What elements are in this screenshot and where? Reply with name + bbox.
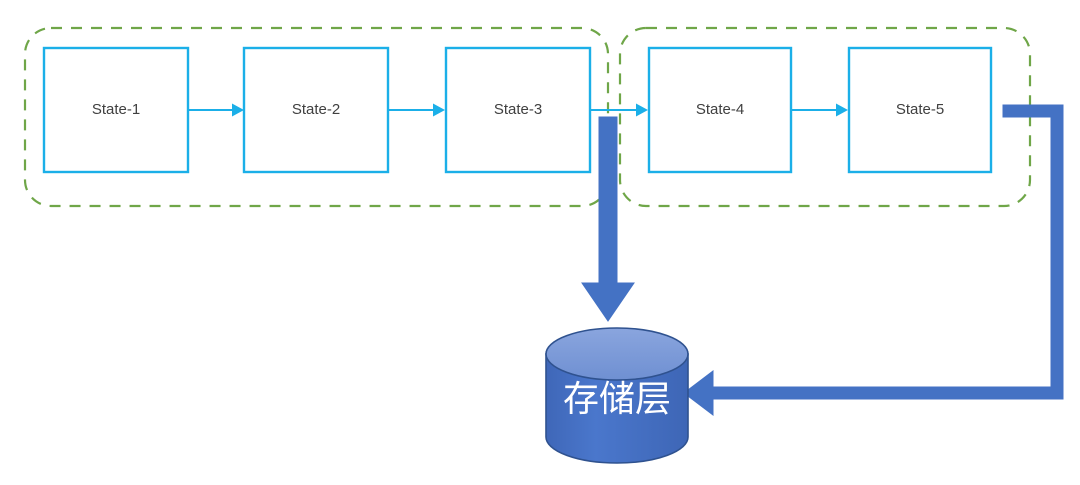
- arrow-state4-state5: [791, 103, 848, 117]
- cylinder-top: [545, 327, 689, 381]
- arrow-pipeline-to-storage: [581, 116, 635, 322]
- group-container-1: [23, 26, 610, 208]
- state-box-3[interactable]: State-3: [444, 46, 592, 174]
- state-box-4[interactable]: State-4: [647, 46, 793, 174]
- thin-connector-arrows: [188, 103, 848, 117]
- state-box-2-label: State-2: [292, 101, 340, 118]
- state-box-2[interactable]: State-2: [242, 46, 390, 174]
- state-box-1[interactable]: State-1: [42, 46, 190, 174]
- cylinder-body: [545, 353, 689, 464]
- state-box-1-label: State-1: [92, 101, 140, 118]
- arrow-state3-state4: [591, 103, 648, 117]
- state-box-5-label: State-5: [896, 101, 944, 118]
- state-box-5[interactable]: State-5: [847, 46, 993, 174]
- state-box-3-label: State-3: [494, 101, 542, 118]
- state-box-4-label: State-4: [696, 101, 744, 118]
- storage-layer-label: 存储层: [563, 379, 671, 420]
- arrow-state1-state2: [188, 103, 244, 117]
- arrow-state2-state3: [389, 103, 445, 117]
- storage-cylinder[interactable]: 存储层: [545, 327, 689, 464]
- arrow-state5-to-storage: [683, 104, 1064, 417]
